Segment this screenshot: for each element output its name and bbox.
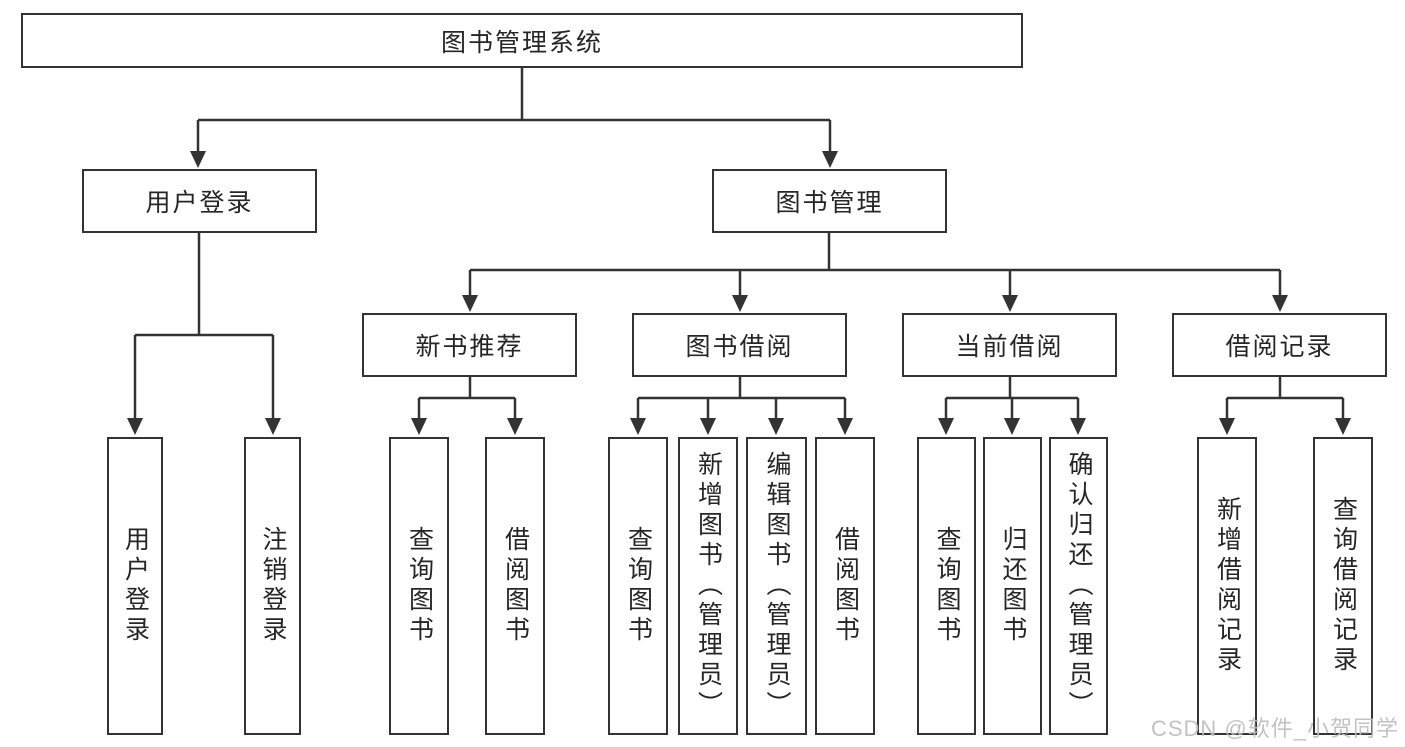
leaf-edit-book-admin-label: 编辑图书（管理员） xyxy=(763,451,791,721)
connector-book-borrow-to-leaves xyxy=(630,377,853,435)
node-library-system: 图书管理系统 xyxy=(21,13,1023,68)
node-new-book-recommend: 新书推荐 xyxy=(362,313,577,377)
leaf-add-book-admin: 新增图书（管理员） xyxy=(678,437,738,735)
node-book-management: 图书管理 xyxy=(712,169,947,233)
connector-user-login-to-leaves xyxy=(127,233,281,435)
node-book-management-label: 图书管理 xyxy=(775,189,884,217)
leaf-borrow-books-newbooks-label: 借阅图书 xyxy=(501,526,530,646)
connector-book-mgmt-to-level3 xyxy=(462,233,1288,312)
leaf-confirm-return-admin: 确认归还（管理员） xyxy=(1049,437,1108,735)
node-borrowing-records-label: 借阅记录 xyxy=(1225,333,1334,361)
node-library-system-label: 图书管理系统 xyxy=(440,28,603,57)
connector-records-to-leaves xyxy=(1219,377,1351,435)
node-book-borrowing-label: 图书借阅 xyxy=(685,333,794,361)
leaf-query-books-current-label: 查询图书 xyxy=(933,526,961,646)
leaf-logout: 注销登录 xyxy=(244,437,301,735)
leaf-query-books-newbooks: 查询图书 xyxy=(389,437,449,735)
leaf-return-books-label: 归还图书 xyxy=(999,526,1027,646)
connector-current-borrow-to-leaves xyxy=(938,377,1086,435)
leaf-add-borrow-record: 新增借阅记录 xyxy=(1197,437,1257,735)
leaf-confirm-return-admin-label: 确认归还（管理员） xyxy=(1065,451,1093,721)
leaf-edit-book-admin: 编辑图书（管理员） xyxy=(746,437,807,735)
leaf-query-books-newbooks-label: 查询图书 xyxy=(405,526,434,646)
leaf-user-login: 用户登录 xyxy=(107,437,163,735)
node-user-login-group: 用户登录 xyxy=(82,169,317,233)
leaf-borrow-books-borrowing: 借阅图书 xyxy=(815,437,875,735)
leaf-query-borrow-record-label: 查询借阅记录 xyxy=(1329,496,1358,676)
node-current-borrowing: 当前借阅 xyxy=(902,313,1117,377)
leaf-query-borrow-record: 查询借阅记录 xyxy=(1313,437,1373,735)
leaf-query-books-current: 查询图书 xyxy=(917,437,976,735)
node-borrowing-records: 借阅记录 xyxy=(1172,313,1387,377)
connector-root-to-level2 xyxy=(190,68,838,168)
leaf-query-books-borrowing: 查询图书 xyxy=(608,437,668,735)
node-new-book-recommend-label: 新书推荐 xyxy=(415,333,524,361)
leaf-user-login-label: 用户登录 xyxy=(121,526,150,646)
leaf-borrow-books-newbooks: 借阅图书 xyxy=(485,437,545,735)
leaf-add-book-admin-label: 新增图书（管理员） xyxy=(694,451,723,721)
node-current-borrowing-label: 当前借阅 xyxy=(955,333,1064,361)
node-user-login-group-label: 用户登录 xyxy=(145,189,254,217)
leaf-borrow-books-borrowing-label: 借阅图书 xyxy=(831,526,860,646)
leaf-query-books-borrowing-label: 查询图书 xyxy=(624,526,653,646)
leaf-logout-label: 注销登录 xyxy=(259,526,287,646)
connector-new-books-to-leaves xyxy=(411,377,523,435)
node-book-borrowing: 图书借阅 xyxy=(632,313,847,377)
leaf-return-books: 归还图书 xyxy=(983,437,1042,735)
leaf-add-borrow-record-label: 新增借阅记录 xyxy=(1213,496,1242,676)
